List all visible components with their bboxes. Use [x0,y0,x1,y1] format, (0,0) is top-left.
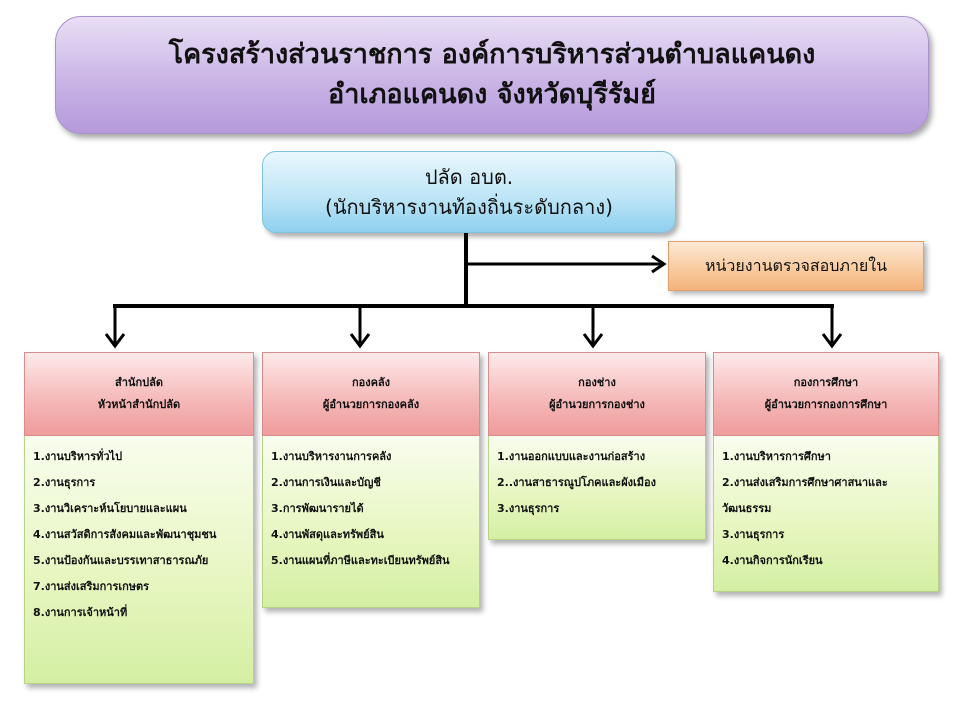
department-leader: ผู้อำนวยการกองช่าง [549,398,645,411]
chief-position: (นักบริหารงานท้องถิ่นระดับกลาง) [325,195,613,219]
task-item: 1.งานบริหารงานการคลัง [271,450,392,463]
task-item: 1.งานบริหารการศึกษา [722,450,831,463]
internal-audit-label: หน่วยงานตรวจสอบภายใน [704,255,888,275]
department-finance: กองคลัง ผู้อำนวยการกองคลัง 1.งานบริหารงา… [262,352,480,608]
task-item: 2..งานสาธารณูปโภคและผังเมือง [497,476,657,489]
chief-title: ปลัด อบต. [424,165,514,189]
task-item: 4.งานสวัสดิการสังคมและพัฒนาชุมชน [33,528,217,541]
department-leader: ผู้อำนวยการกองคลัง [322,398,420,411]
department-tasks: 1.งานบริหารการศึกษา 2.งานส่งเสริมการศึกษ… [713,436,939,592]
task-item: 1.งานออกแบบและงานก่อสร้าง [497,450,646,463]
department-header: กองการศึกษา ผู้อำนวยการกองการศึกษา [713,352,939,436]
title-box: โครงสร้างส่วนราชการ องค์การบริหารส่วนตำบ… [55,16,929,134]
task-item: 3.งานธุรการ [722,528,785,541]
task-item: 4.งานพัสดุและทรัพย์สิน [271,528,384,541]
task-item: 5.งานป้องกันและบรรเทาสาธารณภัย [33,554,209,567]
department-tasks: 1.งานออกแบบและงานก่อสร้าง 2..งานสาธารณูป… [488,436,706,540]
task-item: 3.งานวิเคราะห์นโยบายและแผน [33,502,187,515]
task-item: 4.งานกิจการนักเรียน [722,554,823,567]
department-name: กองช่าง [578,376,616,389]
department-office-of-the-permanent-secretary: สำนักปลัด หัวหน้าสำนักปลัด 1.งานบริหารทั… [24,352,254,684]
task-item: 7.งานส่งเสริมการเกษตร [33,580,150,593]
department-name: กองคลัง [351,376,391,389]
drop-arrow-4 [821,333,843,349]
department-tasks: 1.งานบริหารทั่วไป 2.งานธุรการ 3.งานวิเคร… [24,436,254,684]
task-item: 2.งานการเงินและบัญชี [271,476,381,489]
department-tasks: 1.งานบริหารงานการคลัง 2.งานการเงินและบัญ… [262,436,480,608]
department-name: กองการศึกษา [793,376,859,389]
department-header: สำนักปลัด หัวหน้าสำนักปลัด [24,352,254,436]
task-item: 8.งานการเจ้าหน้าที่ [33,606,128,619]
task-item: 3.งานธุรการ [497,502,560,515]
department-engineering: กองช่าง ผู้อำนวยการกองช่าง 1.งานออกแบบแล… [488,352,706,540]
task-item: 5.งานแผนที่ภาษีและทะเบียนทรัพย์สิน [271,554,450,567]
chief-administrator-box: ปลัด อบต. (นักบริหารงานท้องถิ่นระดับกลาง… [262,151,676,233]
drop-arrow-3 [582,333,604,349]
task-item: 3.การพัฒนารายได้ [271,502,364,515]
task-item: 2.งานส่งเสริมการศึกษาศาสนาและวัฒนธรรม [722,476,888,515]
department-leader: หัวหน้าสำนักปลัด [97,398,181,411]
drop-arrow-1 [104,333,126,349]
department-education: กองการศึกษา ผู้อำนวยการกองการศึกษา 1.งาน… [713,352,939,592]
task-item: 2.งานธุรการ [33,476,96,489]
title-line-1: โครงสร้างส่วนราชการ องค์การบริหารส่วนตำบ… [168,39,816,70]
department-header: กองช่าง ผู้อำนวยการกองช่าง [488,352,706,436]
internal-audit-box: หน่วยงานตรวจสอบภายใน [668,241,924,291]
title-line-2: อำเภอแคนดง จังหวัดบุรีรัมย์ [328,79,656,110]
audit-arrow [651,254,667,274]
task-item: 1.งานบริหารทั่วไป [33,450,123,463]
department-name: สำนักปลัด [115,376,163,389]
department-leader: ผู้อำนวยการกองการศึกษา [764,398,888,411]
department-header: กองคลัง ผู้อำนวยการกองคลัง [262,352,480,436]
drop-arrow-2 [349,333,371,349]
